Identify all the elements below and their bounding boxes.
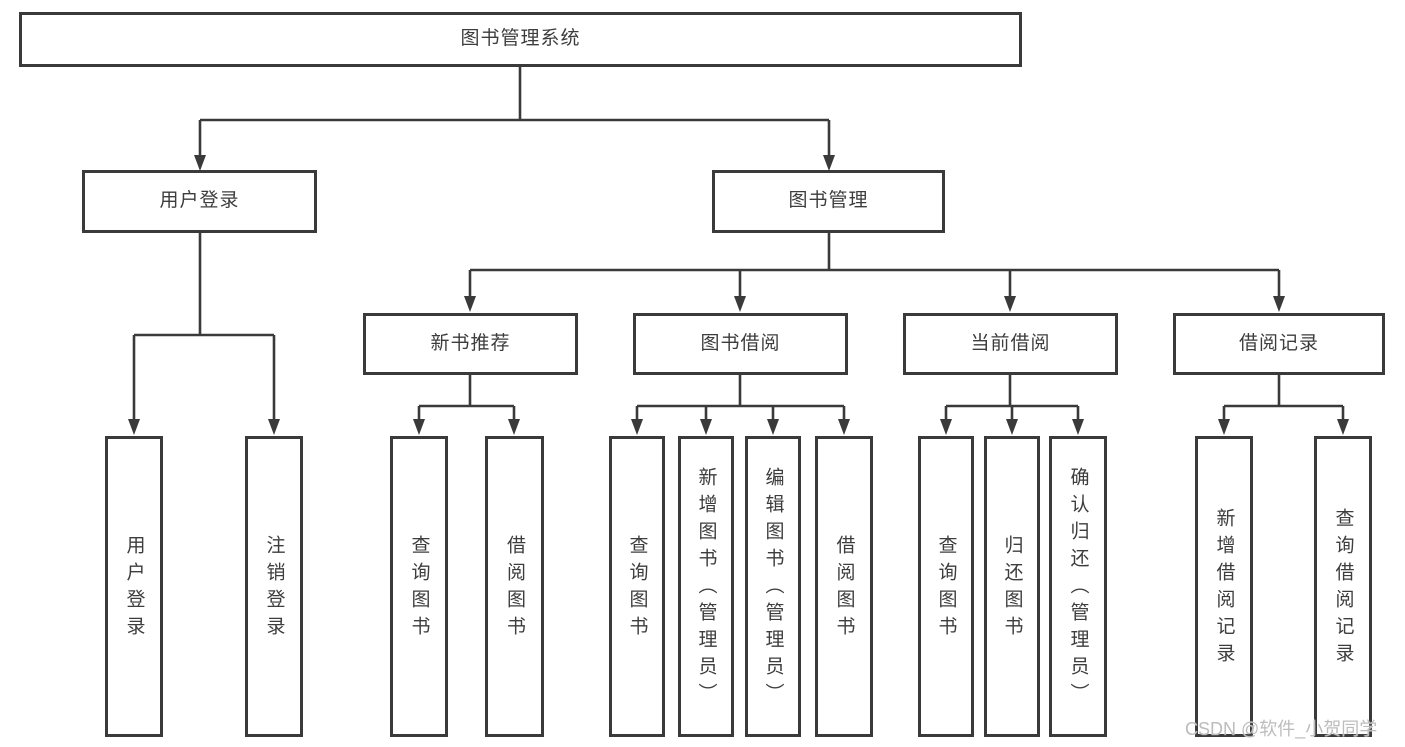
node-library-management-system: 图书管理系统 [19, 12, 1022, 67]
leaf-add-book-admin: 新增图书（管理员） [678, 436, 734, 737]
leaf-confirm-return-admin: 确认归还（管理员） [1049, 436, 1107, 737]
node-label: 确认归还（管理员） [1067, 467, 1089, 710]
node-label: 用户登录 [159, 190, 240, 212]
leaf-return-books: 归还图书 [984, 436, 1040, 737]
leaf-add-borrow-record: 新增借阅记录 [1195, 436, 1253, 737]
leaf-edit-book-admin: 编辑图书（管理员） [745, 436, 801, 737]
node-book-borrowing: 图书借阅 [633, 313, 848, 375]
node-new-book-recommendation: 新书推荐 [363, 313, 578, 375]
node-current-borrowing: 当前借阅 [903, 313, 1118, 375]
node-label: 新增图书（管理员） [695, 467, 717, 710]
node-label: 图书管理系统 [460, 28, 581, 50]
node-label: 用户登录 [123, 534, 145, 643]
node-label: 查询借阅记录 [1332, 507, 1354, 670]
node-label: 编辑图书（管理员） [762, 467, 784, 710]
node-label: 借阅图书 [504, 534, 525, 643]
leaf-query-books-1: 查询图书 [390, 436, 448, 737]
leaf-borrow-books-1: 借阅图书 [485, 436, 544, 737]
node-label: 归还图书 [1001, 534, 1023, 643]
leaf-borrow-books-2: 借阅图书 [815, 436, 873, 737]
leaf-logout: 注销登录 [245, 436, 303, 737]
node-label: 查询图书 [626, 534, 648, 643]
leaf-user-login: 用户登录 [105, 436, 163, 737]
node-label: 借阅记录 [1238, 332, 1319, 354]
csdn-watermark: CSDN @软件_小贺同学 [1185, 719, 1378, 739]
node-label: 注销登录 [263, 534, 285, 643]
node-label: 新书推荐 [430, 332, 511, 354]
leaf-query-books-3: 查询图书 [918, 436, 974, 737]
arrowheads [128, 155, 1349, 435]
leaf-query-books-2: 查询图书 [609, 436, 665, 737]
node-label: 图书管理 [788, 190, 869, 212]
node-book-management: 图书管理 [712, 170, 945, 233]
node-borrowing-records: 借阅记录 [1173, 313, 1385, 375]
node-label: 当前借阅 [970, 332, 1051, 354]
leaf-query-borrow-record: 查询借阅记录 [1314, 436, 1372, 737]
node-label: 查询图书 [408, 534, 430, 643]
node-user-login: 用户登录 [82, 170, 317, 233]
node-label: 查询图书 [935, 534, 957, 643]
node-label: 图书借阅 [700, 332, 781, 354]
node-label: 新增借阅记录 [1213, 507, 1235, 670]
node-label: 借阅图书 [833, 534, 855, 643]
